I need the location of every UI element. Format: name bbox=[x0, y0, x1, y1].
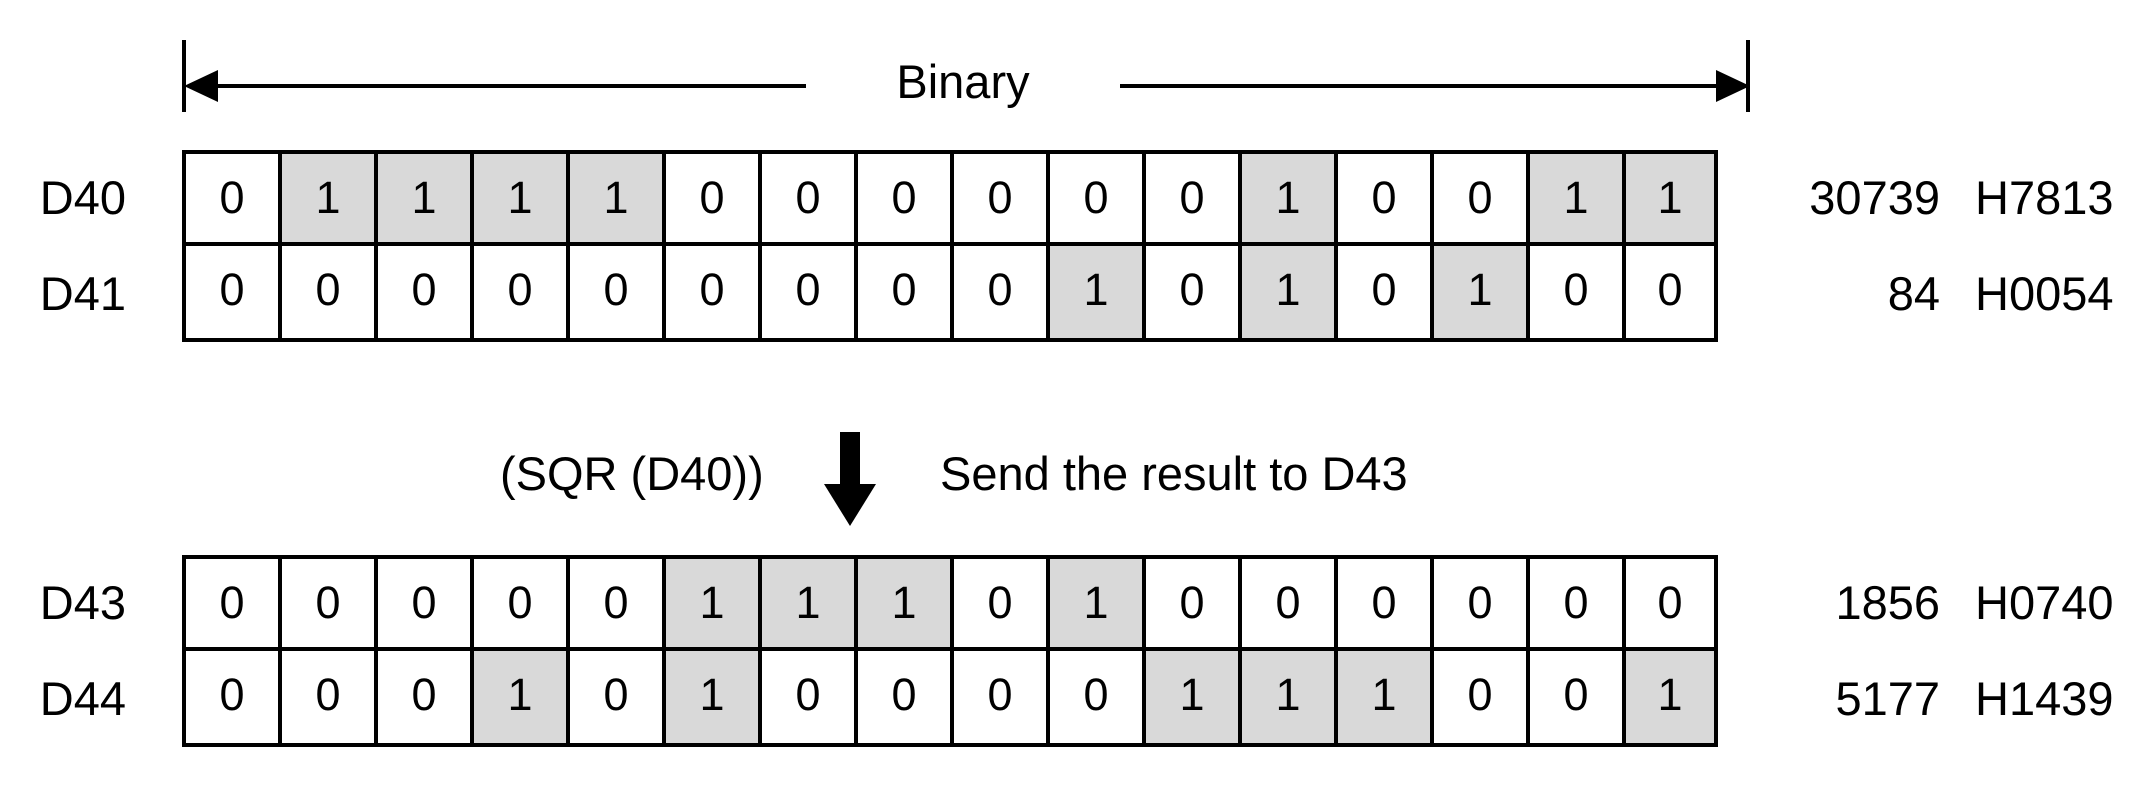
bit-cell: 1 bbox=[758, 555, 854, 651]
bit-cell: 0 bbox=[1046, 651, 1142, 747]
binary-label: Binary bbox=[806, 54, 1120, 109]
decimal-value: 5177 bbox=[1835, 672, 1940, 725]
bit-cell: 1 bbox=[1430, 246, 1526, 342]
bit-cell: 0 bbox=[1430, 555, 1526, 651]
decimal-value: 30739 bbox=[1809, 171, 1940, 224]
decimal-value: 1856 bbox=[1835, 576, 1940, 629]
bit-cell: 0 bbox=[566, 555, 662, 651]
arrow-right-icon bbox=[1716, 70, 1750, 102]
bit-cell: 0 bbox=[1526, 555, 1622, 651]
bit-cell: 1 bbox=[854, 555, 950, 651]
bit-cell: 0 bbox=[566, 651, 662, 747]
bit-cell: 1 bbox=[1526, 150, 1622, 246]
bit-cell: 0 bbox=[182, 150, 278, 246]
binary-span-header: Binary bbox=[0, 40, 2152, 112]
bit-cell: 0 bbox=[854, 651, 950, 747]
bit-cell: 0 bbox=[278, 246, 374, 342]
bit-cell: 1 bbox=[1622, 150, 1718, 246]
bit-cell: 0 bbox=[374, 651, 470, 747]
bit-cell: 0 bbox=[854, 246, 950, 342]
bit-cell: 0 bbox=[662, 150, 758, 246]
span-line-left bbox=[196, 84, 806, 88]
bit-cell: 1 bbox=[1142, 651, 1238, 747]
arrow-left-icon bbox=[184, 70, 218, 102]
span-line-right bbox=[1120, 84, 1736, 88]
bit-cell: 0 bbox=[182, 651, 278, 747]
bit-cell: 0 bbox=[278, 651, 374, 747]
bit-cell: 0 bbox=[950, 246, 1046, 342]
bit-cell: 0 bbox=[1430, 651, 1526, 747]
bit-cell: 0 bbox=[1238, 555, 1334, 651]
bit-cell: 1 bbox=[1622, 651, 1718, 747]
bit-cell: 0 bbox=[758, 246, 854, 342]
bit-cell: 0 bbox=[662, 246, 758, 342]
bit-cell: 0 bbox=[1142, 150, 1238, 246]
bit-cell: 0 bbox=[1334, 246, 1430, 342]
bit-cell: 0 bbox=[758, 651, 854, 747]
operation-note: Send the result to D43 bbox=[940, 447, 1408, 500]
bit-cell: 0 bbox=[470, 246, 566, 342]
register-label: D41 bbox=[39, 267, 126, 320]
bit-cell: 1 bbox=[1334, 651, 1430, 747]
register-label: D43 bbox=[39, 576, 126, 629]
bit-cell: 0 bbox=[470, 555, 566, 651]
bit-cell: 1 bbox=[1238, 150, 1334, 246]
hex-value: H0054 bbox=[1975, 267, 2114, 320]
bit-cell: 0 bbox=[950, 150, 1046, 246]
bit-cell: 0 bbox=[950, 555, 1046, 651]
bit-cell: 1 bbox=[470, 150, 566, 246]
bit-cell: 0 bbox=[758, 150, 854, 246]
hex-value: H1439 bbox=[1975, 672, 2114, 725]
bit-cell: 0 bbox=[566, 246, 662, 342]
bit-cell: 0 bbox=[1526, 651, 1622, 747]
bit-cell: 1 bbox=[1238, 246, 1334, 342]
bit-cell: 0 bbox=[1046, 150, 1142, 246]
bit-cell: 1 bbox=[1046, 555, 1142, 651]
bit-cell: 0 bbox=[1622, 246, 1718, 342]
bit-cell: 1 bbox=[278, 150, 374, 246]
hex-value: H0740 bbox=[1975, 576, 2114, 629]
bit-cell: 0 bbox=[182, 246, 278, 342]
bit-cell: 0 bbox=[1142, 246, 1238, 342]
bit-cell: 0 bbox=[1526, 246, 1622, 342]
operation-annotation: (SQR (D40)) Send the result to D43 bbox=[0, 432, 2152, 542]
bit-cell: 1 bbox=[566, 150, 662, 246]
bit-cell: 0 bbox=[854, 150, 950, 246]
bit-cell: 1 bbox=[1238, 651, 1334, 747]
bit-cell: 1 bbox=[374, 150, 470, 246]
bit-cell: 0 bbox=[278, 555, 374, 651]
bit-cell: 0 bbox=[1622, 555, 1718, 651]
hex-value: H7813 bbox=[1975, 171, 2114, 224]
register-label: D44 bbox=[39, 672, 126, 725]
bit-cell: 0 bbox=[374, 555, 470, 651]
bit-cell: 0 bbox=[950, 651, 1046, 747]
bit-cell: 1 bbox=[470, 651, 566, 747]
bit-cell: 1 bbox=[662, 651, 758, 747]
bit-cell: 0 bbox=[1334, 555, 1430, 651]
bit-cell: 0 bbox=[374, 246, 470, 342]
bit-cell: 0 bbox=[182, 555, 278, 651]
register-label: D40 bbox=[39, 171, 126, 224]
bit-cell: 0 bbox=[1334, 150, 1430, 246]
operation-expression: (SQR (D40)) bbox=[500, 447, 764, 500]
decimal-value: 84 bbox=[1887, 267, 1940, 320]
bit-cell: 1 bbox=[662, 555, 758, 651]
bit-cell: 0 bbox=[1430, 150, 1526, 246]
bit-cell: 0 bbox=[1142, 555, 1238, 651]
bit-cell: 1 bbox=[1046, 246, 1142, 342]
